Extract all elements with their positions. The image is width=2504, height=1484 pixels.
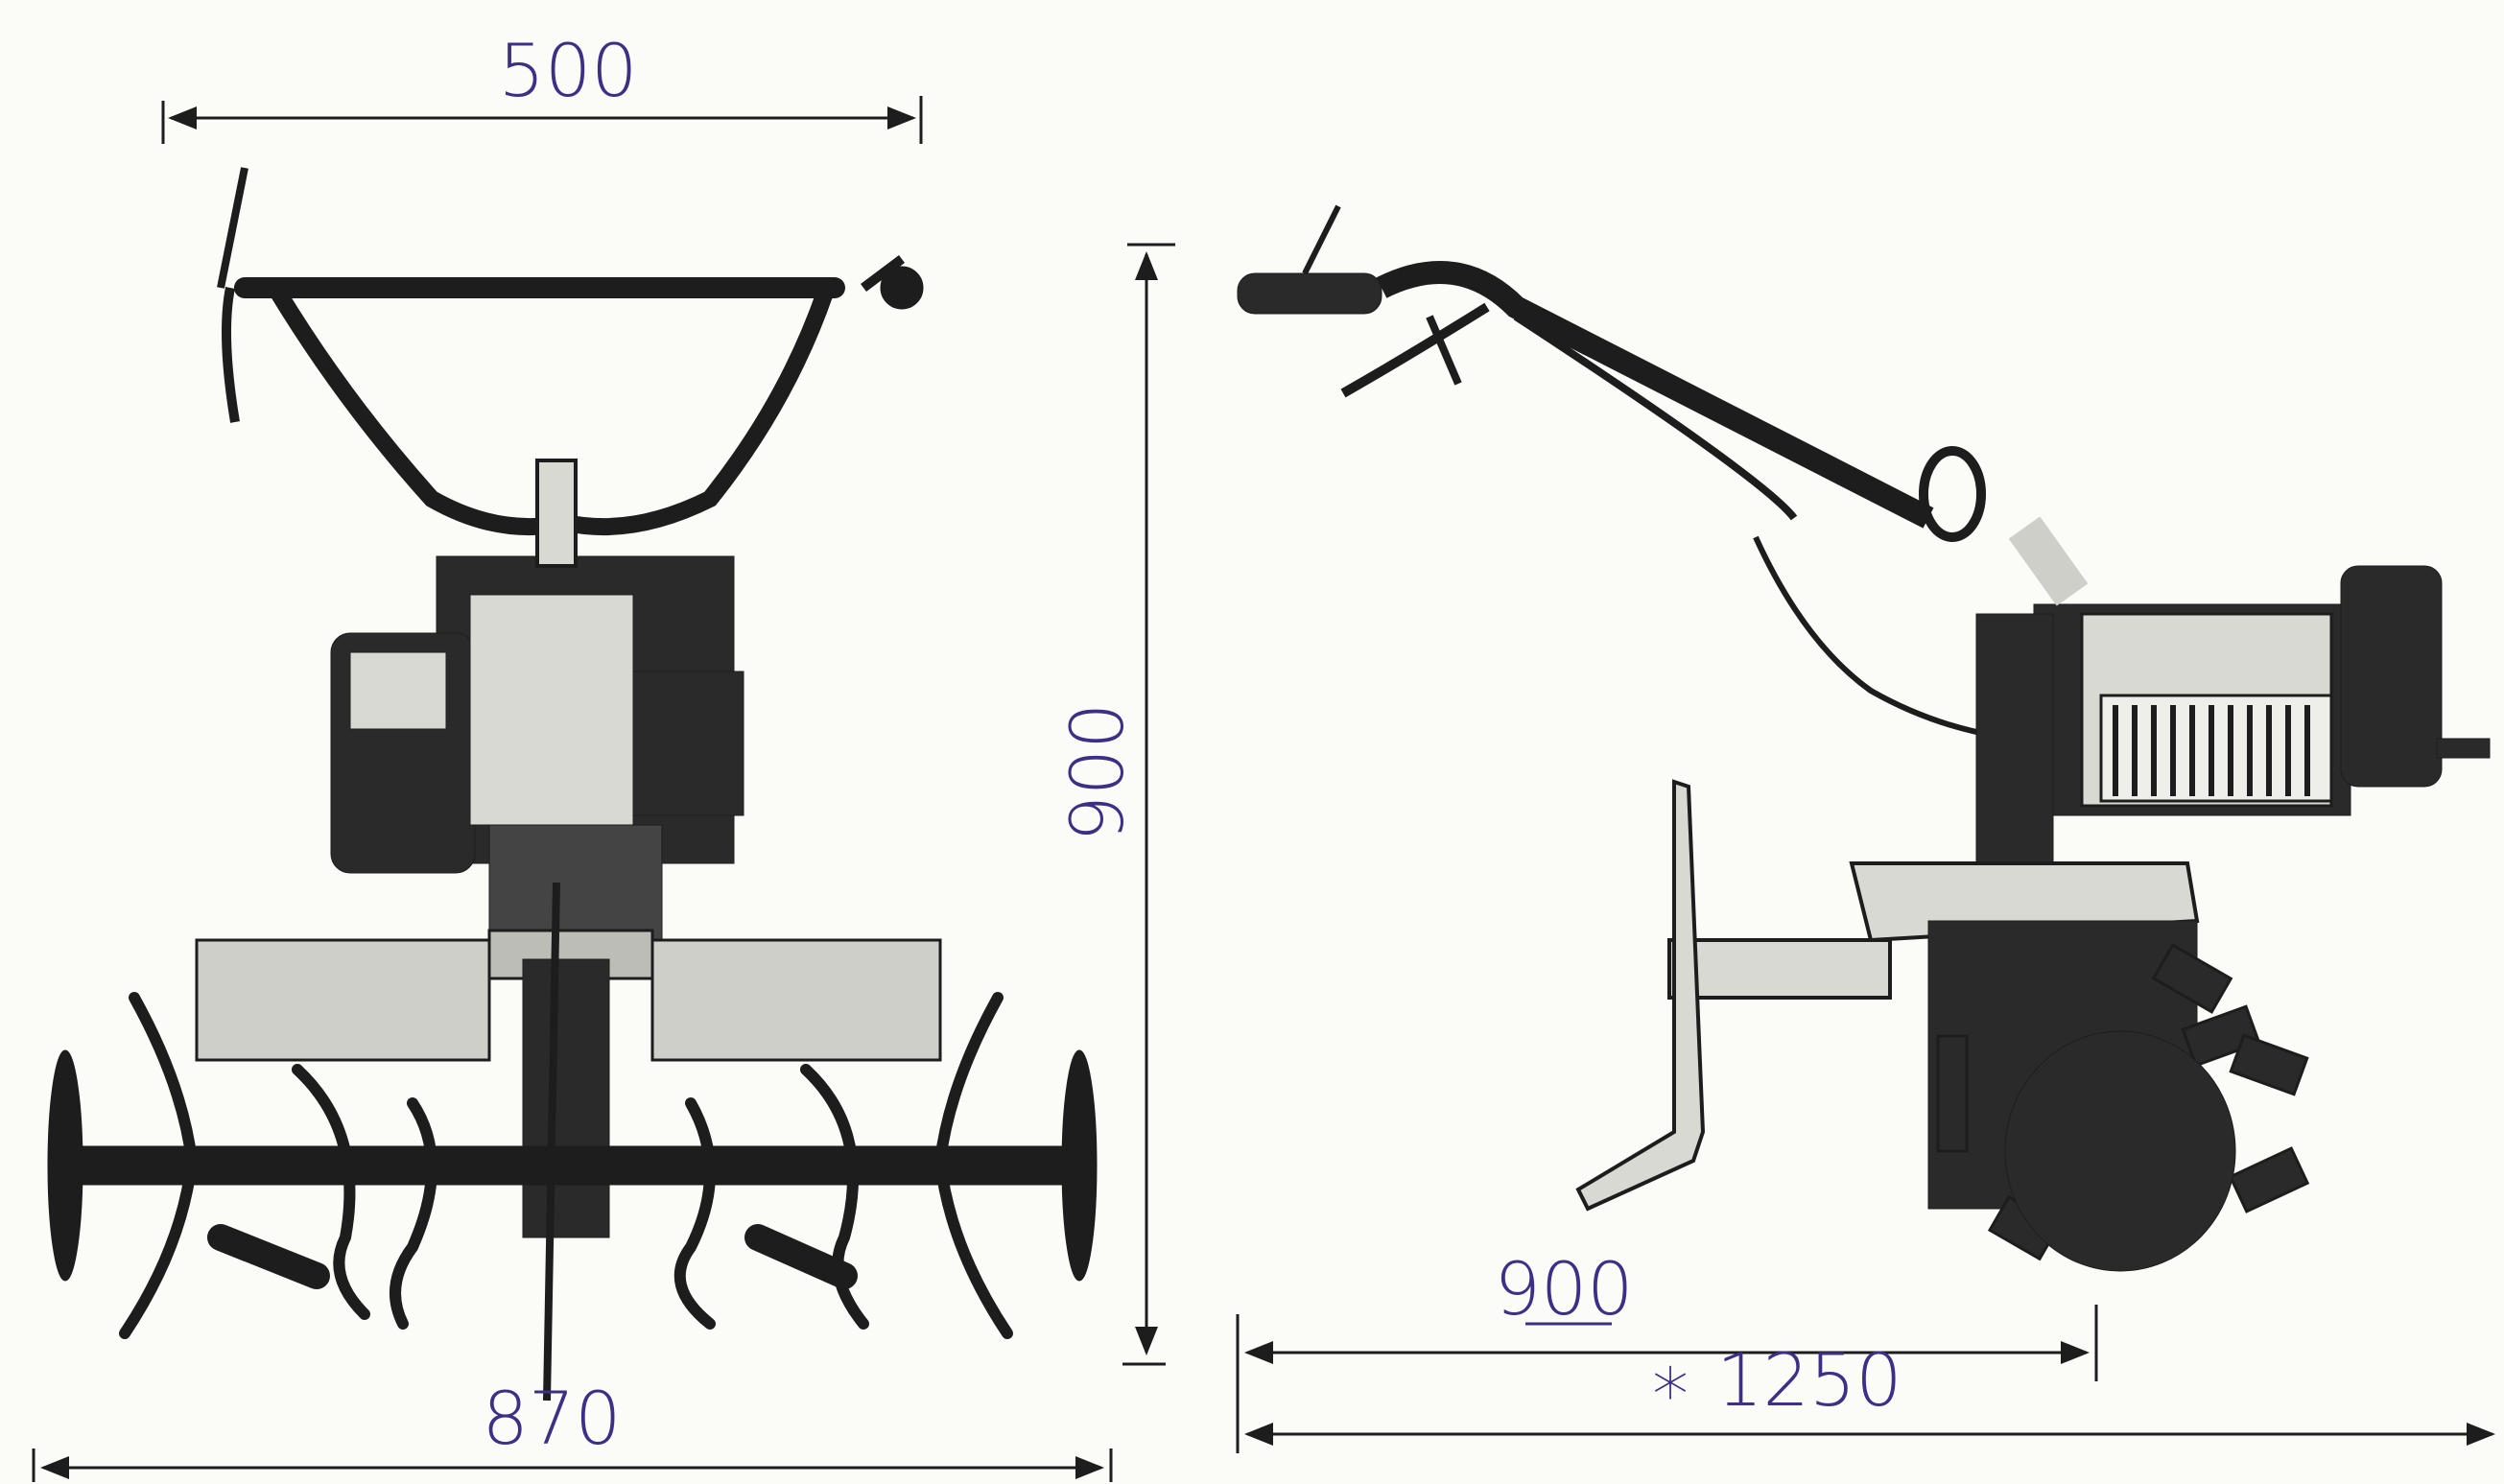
dim-label-side-length-to-tines: 900 <box>1494 1246 1633 1331</box>
dim-label-handle-width: 500 <box>498 28 637 113</box>
dim-label-overall-height: 900 <box>1054 702 1140 841</box>
dim-handle-width <box>161 96 923 144</box>
dim-label-tine-width: 870 <box>482 1376 621 1461</box>
front-tines <box>119 992 1013 1339</box>
dim-label-overall-length: ∗ 1250 <box>1647 1337 1902 1423</box>
side-disc <box>2004 1030 2236 1272</box>
side-tines <box>1936 943 2310 1261</box>
front-tine-axle <box>61 1145 1090 1186</box>
dim-side-length-to-tines <box>1236 1305 2098 1453</box>
dim-overall-height <box>1122 243 1175 1366</box>
front-left-disc <box>47 1049 83 1282</box>
front-drive-column <box>522 882 610 1402</box>
front-view-tiller <box>47 167 1098 1402</box>
front-right-disc <box>1061 1049 1098 1282</box>
side-view-tiller <box>1237 204 2491 1272</box>
side-ridger-bar <box>1575 779 1706 1212</box>
side-handle <box>1237 204 2016 742</box>
side-engine <box>1975 516 2491 864</box>
front-engine <box>330 459 744 970</box>
dim-tine-width <box>32 1449 1113 1482</box>
front-tine-shields <box>195 929 942 1062</box>
